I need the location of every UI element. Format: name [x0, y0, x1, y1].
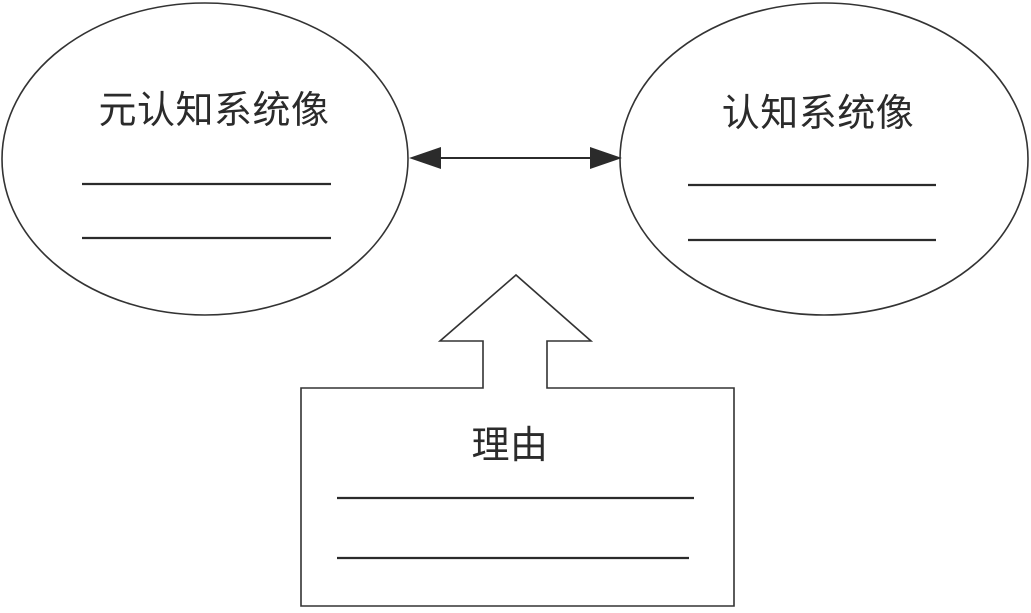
reason-box-with-up-block-arrow [300, 273, 735, 607]
arrowhead-right-icon [590, 147, 622, 169]
double-headed-arrow [409, 147, 622, 169]
cognitive-system-ellipse [619, 2, 1029, 316]
reason-box-label: 理由 [471, 425, 548, 467]
arrowhead-left-icon [409, 147, 441, 169]
cognitive-system-label: 认知系统像 [722, 93, 915, 135]
metacognitive-system-label: 元认知系统像 [98, 90, 329, 132]
metacognitive-system-ellipse [1, 2, 409, 316]
